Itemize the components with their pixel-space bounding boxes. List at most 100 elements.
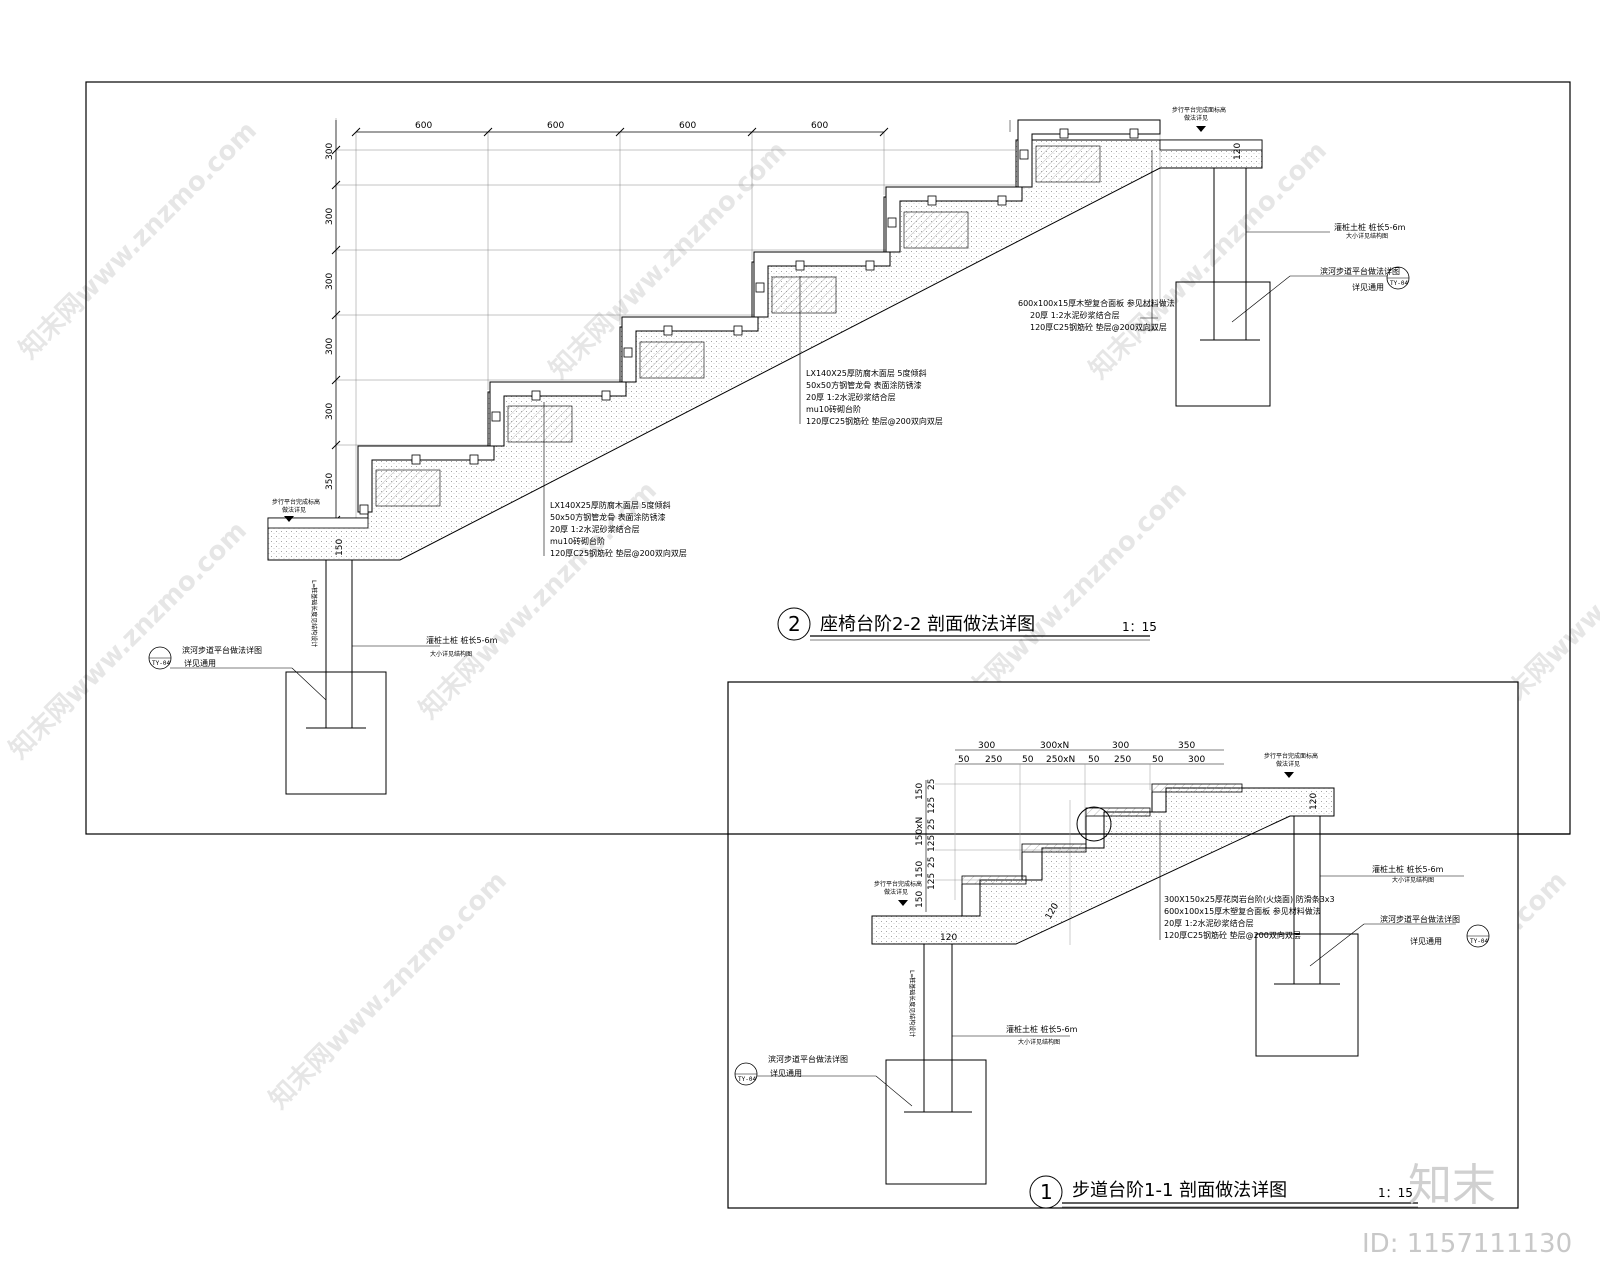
watermark: 知末网www.znzmo.com (4, 516, 253, 765)
dim-150: 150 (915, 861, 925, 878)
layer-note: LX140X25厚防腐木面层 5度倾斜 (806, 368, 927, 378)
level-sub: 做法详见 (1184, 114, 1208, 122)
detail-2-right-pile (1175, 168, 1330, 407)
layer-note: 600x100x15厚木塑复合面板 参见材料做法 (1164, 906, 1321, 916)
detail-2-level-top: 步行平台完成面标高 做法详见 (1172, 106, 1226, 132)
dim-600: 600 (679, 121, 696, 131)
detail-1-top-dims: 300 300xN 300 350 50 250 50 250xN 50 250… (955, 741, 1224, 765)
detail-2-left-pile (285, 560, 440, 795)
layer-note: 20厚 1:2水泥砂浆结合层 (1164, 918, 1254, 928)
pile-note: 灌桩土桩 桩长5-6m (1334, 222, 1406, 232)
pile-sub: 大小详见结构图 (1346, 232, 1388, 240)
dim-300: 300 (1112, 741, 1129, 751)
detail-2-callout-low: LX140X25厚防腐木面层 5度倾斜 50x50方钢管龙骨 表面涂防锈漆 20… (543, 402, 687, 558)
dim-300: 300 (325, 208, 335, 225)
detail-1-ref-left: TY-04 滨河步道平台做法详图 详见通用 (734, 1054, 848, 1086)
dim-50: 50 (958, 755, 970, 765)
pile-sub: 大小详见结构图 (1018, 1038, 1060, 1046)
dim-600: 600 (547, 121, 564, 131)
dim-125: 125 (927, 873, 937, 890)
detail-1-section: 300 300xN 300 350 50 250 50 250xN 50 250… (727, 681, 1570, 1209)
detail-1-left-dims: 150 25 125 150xN 25 125 150 25 125 150 (915, 779, 937, 912)
detail-1-level-top: 步行平台完成面标高 做法详见 (1264, 752, 1318, 778)
dim-50: 50 (1022, 755, 1034, 765)
detail-2-callout-mid: LX140X25厚防腐木面层 5度倾斜 50x50方钢管龙骨 表面涂防锈漆 20… (799, 276, 943, 426)
detail-1-frame (727, 681, 1519, 1209)
dim-120: 120 (940, 933, 957, 943)
brand-logo: 知末 (1408, 1160, 1496, 1211)
dim-50: 50 (1088, 755, 1100, 765)
level-sub: 做法详见 (1276, 760, 1300, 768)
dim-350: 350 (325, 473, 335, 490)
dim-50: 50 (1152, 755, 1164, 765)
detail-2-ref-left: TY-04 滨河步道平台做法详图 详见通用 (148, 645, 327, 701)
detail-1-level-bottom: 步行平台完成标高 做法详见 (874, 880, 922, 906)
pile-sub: 大小详见结构图 (1392, 876, 1434, 884)
dim-250: 250 (985, 755, 1002, 765)
ref-tag: TY-04 (738, 1076, 756, 1083)
dim-25: 25 (927, 819, 937, 830)
detail-1-zoom-circle (1076, 806, 1112, 842)
dim-300: 300 (325, 338, 335, 355)
dim-125: 125 (927, 797, 937, 814)
pile-note: 灌桩土桩 桩长5-6m (1372, 864, 1444, 874)
dim-250: 250 (1114, 755, 1131, 765)
detail-2-left-dims: 300 300 300 300 300 350 (325, 120, 341, 525)
detail-1-callout: 300X150x25厚花岗岩台阶(火烧面) 防滑条3x3 600x100x15厚… (1159, 820, 1335, 940)
detail-2-brick-blocks (375, 145, 1101, 507)
layer-note: mu10砖砌台阶 (550, 536, 605, 546)
ref-sub: 详见通用 (770, 1068, 802, 1078)
dim-150xn: 150xN (915, 817, 925, 846)
ref-sub: 详见通用 (1352, 282, 1384, 292)
dim-25: 25 (927, 857, 937, 868)
layer-note: 20厚 1:2水泥砂浆结合层 (550, 524, 640, 534)
layer-note: 120厚C25钢筋砼 垫层@200双向双层 (806, 416, 943, 426)
layer-note: mu10砖砌台阶 (806, 404, 861, 414)
detail-1-title-block: 1 步道台阶1-1 剖面做法详图 1：15 (1029, 1175, 1418, 1209)
detail-2-steel-keels (359, 128, 1139, 515)
pile-sub: 大小详见结构图 (430, 650, 472, 658)
detail-2-callout-right: 600x100x15厚木塑复合面板 参见材料做法 20厚 1:2水泥砂浆结合层 … (1018, 150, 1175, 332)
layer-note: 600x100x15厚木塑复合面板 参见材料做法 (1018, 298, 1175, 308)
layer-note: 50x50方钢管龙骨 表面涂防锈漆 (550, 512, 666, 522)
pile-length-note: L=桩基础长度见结构设计 (908, 970, 916, 1037)
dim-300: 300 (325, 403, 335, 420)
detail-2-title-block: 2 座椅台阶2-2 剖面做法详图 1：15 (777, 607, 1157, 641)
detail-2-section: 600 600 600 600 300 300 300 300 300 350 (85, 81, 1571, 835)
ref-title: 滨河步道平台做法详图 (1320, 266, 1400, 276)
layer-note: 20厚 1:2水泥砂浆结合层 (806, 392, 896, 402)
level-sub: 做法详见 (884, 888, 908, 896)
detail-1-step-risers (961, 792, 1153, 916)
detail-1-stone-treads (961, 783, 1243, 885)
pile-note: 灌桩土桩 桩长5-6m (426, 635, 498, 645)
detail-1-left-pile (752, 944, 1070, 1185)
detail-number: 1 (1040, 1180, 1053, 1204)
dim-125: 125 (927, 835, 937, 852)
detail-1-right-pile (1255, 816, 1464, 1057)
ref-tag: TY-04 (1390, 280, 1408, 287)
pile-length-note: L=桩基础长度见结构设计 (310, 580, 318, 647)
layer-note: 120厚C25钢筋砼 垫层@200双向双层 (1030, 322, 1167, 332)
ref-title: 滨河步道平台做法详图 (1380, 914, 1460, 924)
detail-number: 2 (788, 612, 801, 636)
detail-2-top-deck (1159, 139, 1263, 151)
level-note: 步行平台完成面标高 (1172, 106, 1226, 114)
detail-scale: 1：15 (1122, 620, 1157, 634)
detail-2-level-bottom: 步行平台完成标高 做法详见 (272, 498, 320, 522)
dim-600: 600 (811, 121, 828, 131)
level-sub: 做法详见 (282, 506, 306, 514)
dim-300: 300 (325, 143, 335, 160)
dim-150: 150 (915, 891, 925, 908)
dim-300xn: 300xN (1040, 741, 1069, 751)
dim-120: 120 (1309, 793, 1319, 810)
dim-300: 300 (1188, 755, 1205, 765)
dim-300: 300 (325, 273, 335, 290)
layer-note: 50x50方钢管龙骨 表面涂防锈漆 (806, 380, 922, 390)
detail-2-guides (335, 118, 1161, 520)
layer-note: 120厚C25钢筋砼 垫层@200双向双层 (1164, 930, 1301, 940)
dim-150: 150 (335, 539, 345, 556)
dim-600: 600 (415, 121, 432, 131)
layer-note: 20厚 1:2水泥砂浆结合层 (1030, 310, 1120, 320)
dim-150: 150 (915, 783, 925, 800)
watermark: 知末网www.znzmo.com (264, 866, 513, 1115)
